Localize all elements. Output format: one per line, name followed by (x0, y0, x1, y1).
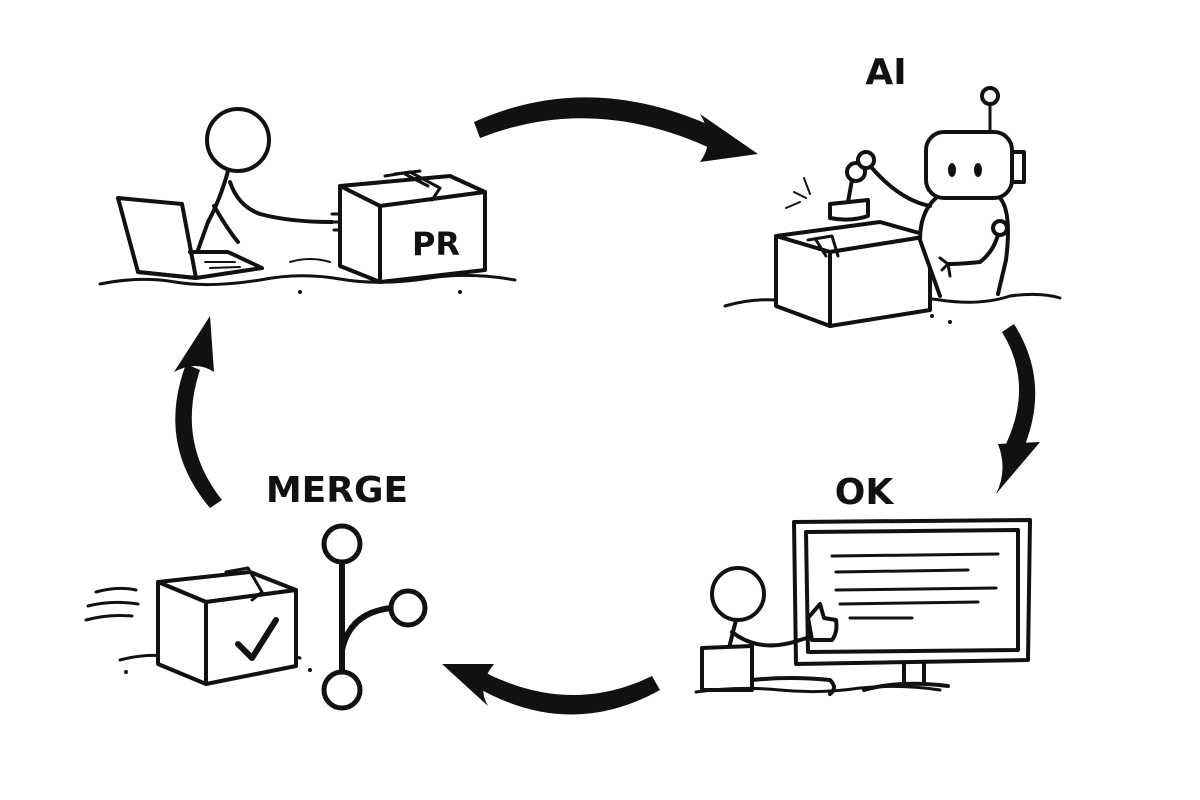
stick-figure-icon (700, 566, 836, 696)
monitor-icon (792, 518, 1032, 692)
pr-label: PR (412, 225, 460, 263)
stage-ai: AI (723, 52, 1062, 328)
cycle-arrow-icon (442, 664, 660, 715)
merge-label: MERGE (266, 470, 408, 511)
laptop-icon (116, 196, 264, 280)
package-box-icon (774, 220, 932, 328)
robot-icon (870, 86, 1026, 298)
stage-pr: PR (98, 107, 517, 294)
package-box-icon (156, 566, 298, 686)
stage-merge: MERGE (84, 470, 428, 711)
package-box-icon (338, 169, 487, 284)
ground-line (98, 273, 517, 287)
git-branch-icon (321, 523, 428, 711)
stage-ok: OK (694, 472, 1032, 696)
stamp-icon (785, 150, 876, 222)
ai-label: AI (865, 52, 906, 93)
cycle-arrow-icon (474, 97, 758, 162)
thumbs-up-icon (806, 602, 839, 642)
ok-label: OK (835, 472, 895, 513)
checkmark-icon (235, 617, 279, 661)
cycle-arrow-icon (996, 324, 1040, 494)
stick-figure-icon (196, 107, 350, 252)
ground-line (694, 684, 942, 694)
cycle-arrow-icon (174, 316, 222, 508)
